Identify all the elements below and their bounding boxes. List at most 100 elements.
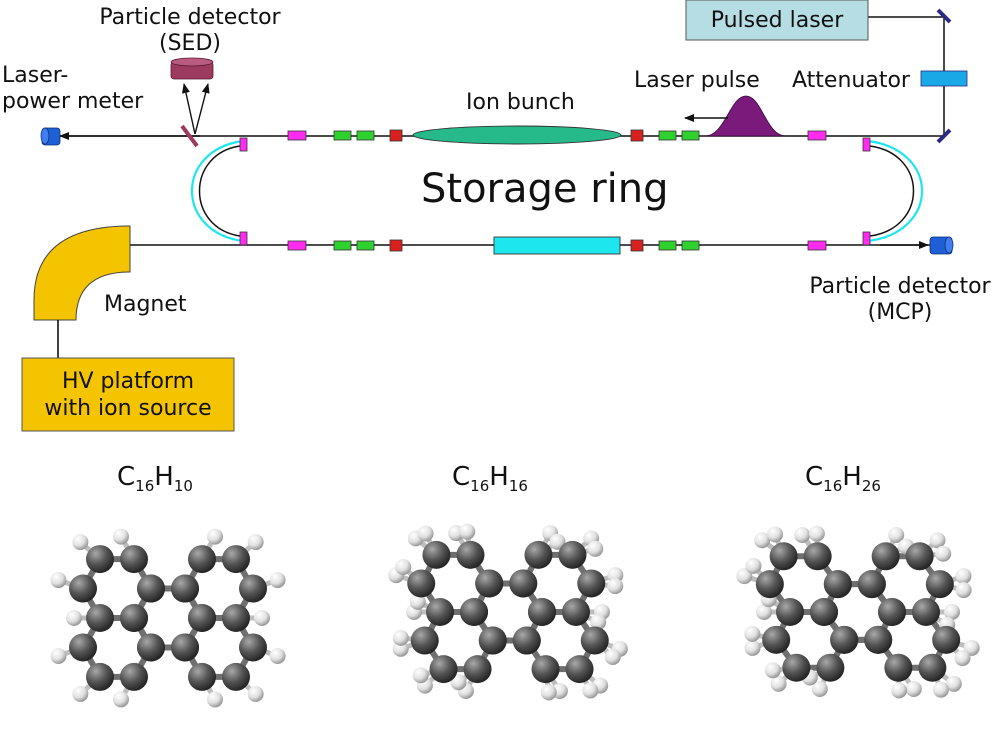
hydrogen-atom [794, 526, 811, 543]
magnet-label: Magnet [104, 292, 187, 317]
hydrogen-atom [607, 567, 624, 584]
hydrogen-atom [963, 639, 980, 656]
carbon-atom [86, 545, 114, 574]
sed-label-line2: (SED) [159, 31, 221, 56]
carbon-atom [905, 542, 934, 571]
carbon-atom [528, 598, 556, 626]
formula-hexahydropyrene: C16H16 [452, 462, 528, 501]
power-meter-label: Laser- power meter [2, 63, 143, 115]
carbon-atom [857, 570, 886, 599]
ring-elements-bottom [239, 231, 871, 255]
hydrogen-atom [905, 681, 922, 698]
formula-h: H [489, 462, 509, 492]
magnet [33, 225, 131, 321]
carbon-atom [478, 626, 507, 655]
pulsed-laser-box [685, 0, 869, 41]
mcp-detector [929, 236, 954, 255]
hydrogen-atom [247, 534, 264, 551]
carbon-atom [580, 626, 609, 655]
hydrogen-atom [767, 526, 784, 543]
laser-power-meter [40, 127, 61, 146]
carbon-atom [878, 598, 906, 626]
hydrogen-atom [50, 647, 67, 664]
carbon-atom [410, 626, 439, 655]
attenuator [920, 70, 968, 87]
power-meter-label-line2: power meter [2, 89, 144, 114]
carbon-atom [86, 604, 114, 632]
molecule-hexahydro [388, 523, 628, 701]
molecule-pyrene [50, 528, 286, 708]
formula-c: C [805, 462, 824, 492]
carbon-atom [239, 633, 267, 662]
pulsed-laser-label: Pulsed laser [710, 7, 844, 33]
right-bend [867, 139, 924, 243]
carbon-atom [86, 662, 114, 691]
formula-c: C [452, 462, 471, 492]
formula-c-count: 16 [470, 477, 490, 495]
hv-platform-label-line2: with ion source [44, 395, 212, 421]
carbon-atom [222, 604, 250, 632]
carbon-atom [69, 574, 97, 603]
carbon-atom [912, 598, 940, 626]
sed-label-line1: Particle detector [99, 5, 281, 30]
hydrogen-atom [392, 629, 409, 646]
carbon-atom [932, 625, 961, 654]
hydrogen-atom [744, 639, 761, 656]
carbon-atom [562, 598, 590, 626]
hydrogen-atom [459, 523, 476, 540]
hydrogen-atom [207, 528, 223, 545]
hydrogen-atom [929, 532, 946, 549]
hydrogen-atom [72, 685, 89, 702]
carbon-atom [137, 633, 165, 662]
carbon-atom [171, 633, 199, 662]
carbon-atom [171, 574, 199, 603]
hydrogen-atom [450, 674, 467, 691]
carbon-atom [830, 625, 859, 654]
hydrogen-atom [72, 534, 89, 551]
carbon-atom [407, 569, 436, 598]
carbon-atom [456, 540, 485, 569]
hydrogen-atom [756, 604, 772, 620]
hv-platform-label-line1: HV platform [61, 368, 195, 394]
hydrogen-atom [587, 540, 604, 557]
hydrogen-atom [582, 682, 599, 699]
carbon-atom [565, 655, 594, 684]
hydrogen-atom [549, 533, 566, 550]
hydrogen-atom [113, 528, 129, 545]
hydrogen-atom [770, 675, 787, 692]
carbon-atom [810, 598, 838, 626]
carbon-atom [426, 598, 454, 626]
carbon-atom [769, 542, 798, 571]
formula-h-count: 26 [861, 477, 881, 495]
hydrogen-atom [392, 640, 409, 657]
ring-elements-top [239, 129, 871, 152]
carbon-atom [188, 604, 216, 632]
carbon-atom [558, 540, 587, 569]
hydrogen-atom [891, 682, 908, 699]
ion-bunch-label: Ion bunch [466, 90, 575, 115]
formula-h: H [842, 462, 862, 492]
carbon-atom [762, 625, 791, 654]
hydrogen-atom [412, 667, 429, 684]
hydrogen-atom [395, 559, 412, 576]
hydrogen-atom [417, 525, 434, 542]
hydrogen-atom [754, 532, 771, 549]
storage-ring-label: Storage ring [421, 166, 669, 212]
formula-c-count: 16 [135, 477, 155, 495]
hv-platform-box [21, 357, 235, 432]
hydrogen-atom [409, 593, 426, 610]
power-meter-label-line1: Laser- [2, 63, 69, 88]
carbon-atom [512, 626, 541, 655]
carbon-atom [925, 570, 954, 599]
sed-detector [170, 57, 214, 80]
hydrogen-atom [113, 691, 129, 708]
molecule-perhydro [736, 525, 980, 699]
carbon-atom [531, 655, 560, 684]
carbon-atom [577, 569, 606, 598]
hydrogen-atom [207, 691, 223, 708]
carbon-atom [776, 598, 804, 626]
sed-arrows [182, 83, 210, 135]
hydrogen-atom [808, 525, 825, 542]
mcp-label-line2: (MCP) [867, 300, 933, 325]
mcp-label: Particle detector (MCP) [800, 274, 1000, 326]
